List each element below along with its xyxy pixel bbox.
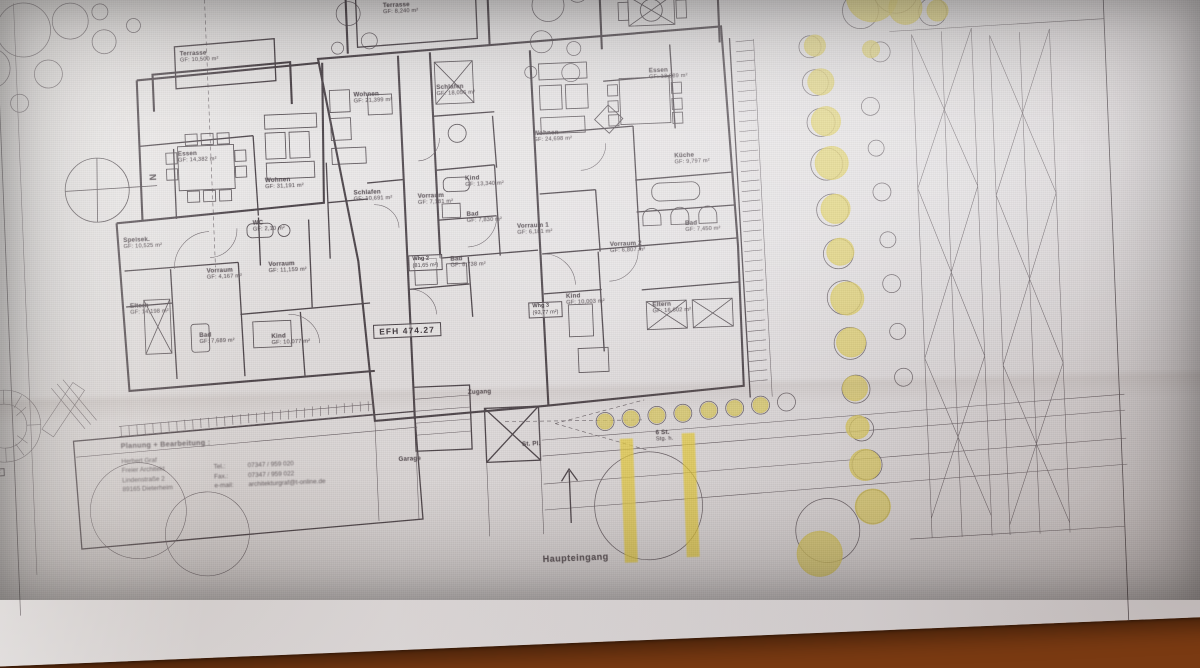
room-label: Terrasse GF: 8,240 m² [382, 1, 419, 16]
north-compass [64, 157, 158, 223]
room-label: WC GF: 2,10 m² [252, 219, 286, 233]
room-label: Speisek. GF: 10,525 m² [123, 235, 163, 251]
room-label: Kind GF: 10,077 m² [271, 332, 311, 347]
room-label: Eltern GF: 16,602 m² [652, 300, 692, 315]
room-label: Bad GF: 8,738 m² [450, 255, 487, 269]
room-label: Terrasse GF: 10,500 m² [179, 49, 219, 64]
room-label: Bad GF: 7,689 m² [199, 331, 235, 346]
room-label: Kind GF: 13,340 m² [464, 174, 505, 189]
unit-label-whg3: Whg 3 (93,77 m²) [528, 301, 563, 319]
room-label: Kind GF: 10,003 m² [565, 292, 605, 306]
room-label: Zugang [467, 388, 492, 397]
mail-label: e-mail: [214, 481, 234, 490]
room-label: Wohnen GF: 31,191 m² [264, 176, 304, 191]
room-label: Wohnen GF: 24,698 m² [533, 129, 573, 144]
room-label: Bad GF: 7,450 m² [684, 219, 721, 234]
room-label: St. Pl. [521, 440, 541, 448]
room-label: Küche GF: 9,797 m² [674, 151, 711, 166]
room-label: Vorraum GF: 11,159 m² [268, 260, 308, 275]
unit-label-whg2: Whg 2 (81,65 m²) [408, 254, 443, 272]
room-label: Wohnen GF: 21,399 m² [353, 90, 393, 105]
room-label: Eltern GF: 14,198 m² [129, 302, 170, 316]
north-label: N [147, 173, 158, 181]
entrance-label: Haupteingang [542, 551, 609, 565]
room-label: Vorraum GF: 4,167 m² [206, 266, 243, 281]
title-block: Planung + Bearbeitung : Herbert Graf Fre… [121, 430, 409, 520]
room-label: Essen GF: 14,382 m² [177, 149, 217, 164]
entrance-arrow [560, 467, 579, 523]
room-label: Vorraum 2 GF: 6,807 m² [609, 239, 646, 255]
room-label: Bad GF: 7,830 m² [466, 210, 503, 224]
room-label: Schlafen GF: 10,691 m² [353, 188, 393, 203]
project-code-label: EFH 474.27 [372, 322, 442, 339]
mail-value: architekturgraf@t-online.de [248, 478, 326, 489]
room-label: Vorraum 1 GF: 6,181 m² [516, 221, 553, 236]
room-label: Essen GF: 13,889 m² [648, 66, 688, 81]
room-label: Schlafen GF: 18,056 m² [436, 83, 476, 98]
room-label: 6 St. Stg. h. [655, 428, 674, 443]
room-label: Vorraum GF: 7,181 m² [417, 191, 454, 206]
